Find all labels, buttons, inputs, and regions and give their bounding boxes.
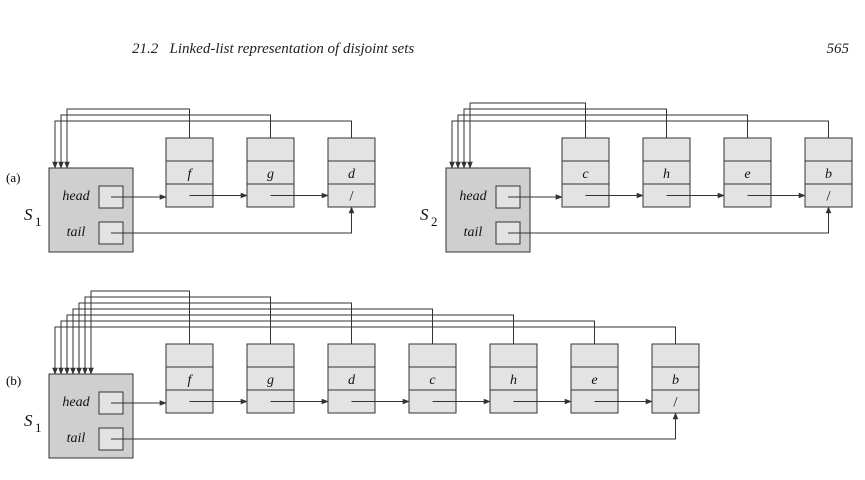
a-s2-node-label-e: e [744, 167, 750, 182]
a-s1-tail-pointer [111, 206, 355, 234]
b-s1-node-label-e: e [591, 373, 597, 388]
a-s1-set-label: S [24, 205, 33, 224]
part-b-label: (b) [6, 373, 21, 388]
b-s1-set-pointer-e [58, 320, 595, 375]
b-s1-tail-pointer [111, 412, 679, 440]
a-s2-node-b [804, 137, 853, 208]
a-s1-node-d [327, 137, 376, 208]
b-s1-set-pointer-f [88, 290, 190, 375]
b-s1-set-label: S [24, 411, 33, 430]
a-s2-set-subscript: 2 [431, 214, 438, 229]
page-number: 565 [826, 41, 850, 57]
a-s2-set-label: S [420, 205, 429, 224]
a-s1-set-pointer-f [64, 108, 190, 169]
b-s1-tail-label: tail [67, 431, 86, 446]
a-s2-tail-label: tail [464, 225, 483, 240]
section-title: Linked-list representation of disjoint s… [169, 41, 415, 57]
b-s1-set-pointer-b [52, 326, 676, 375]
b-s1-node-label-f: f [188, 373, 194, 388]
a-s1-head-label: head [62, 189, 90, 204]
a-s1-null-marker: / [349, 189, 354, 205]
a-s1-node-label-g: g [267, 167, 274, 182]
a-s2-head-label: head [459, 189, 487, 204]
a-s2-tail-pointer [508, 206, 832, 234]
a-s1-tail-label: tail [67, 225, 86, 240]
b-s1-node-label-h: h [510, 373, 517, 388]
a-s2-set-pointer-h [461, 108, 667, 169]
b-s1-node-label-c: c [429, 373, 436, 388]
section-number: 21.2 [132, 41, 159, 57]
b-s1-set-pointer-d [76, 302, 352, 375]
a-s1-set-pointer-d [52, 120, 352, 169]
running-head: 21.2 Linked-list representation of disjo… [132, 41, 414, 58]
a-s1-set-subscript: 1 [35, 214, 42, 229]
b-s1-null-marker: / [673, 395, 678, 411]
b-s1-set-subscript: 1 [35, 420, 42, 435]
a-s1-node-label-f: f [188, 167, 194, 182]
a-s2-set-pointer-e [455, 114, 748, 169]
a-s2-node-label-h: h [663, 167, 670, 182]
b-s1-node-label-g: g [267, 373, 274, 388]
b-s1-node-label-d: d [348, 373, 356, 388]
a-s2-null-marker: / [826, 189, 831, 205]
a-s2-node-label-c: c [582, 167, 589, 182]
a-s2-node-label-b: b [825, 167, 832, 182]
a-s1-set-pointer-g [58, 114, 271, 169]
b-s1-node-label-b: b [672, 373, 679, 388]
a-s1-node-label-d: d [348, 167, 356, 182]
b-s1-head-label: head [62, 395, 90, 410]
part-a-label: (a) [6, 170, 20, 185]
a-s2-set-pointer-b [449, 120, 829, 169]
b-s1-set-pointer-h [64, 314, 514, 375]
